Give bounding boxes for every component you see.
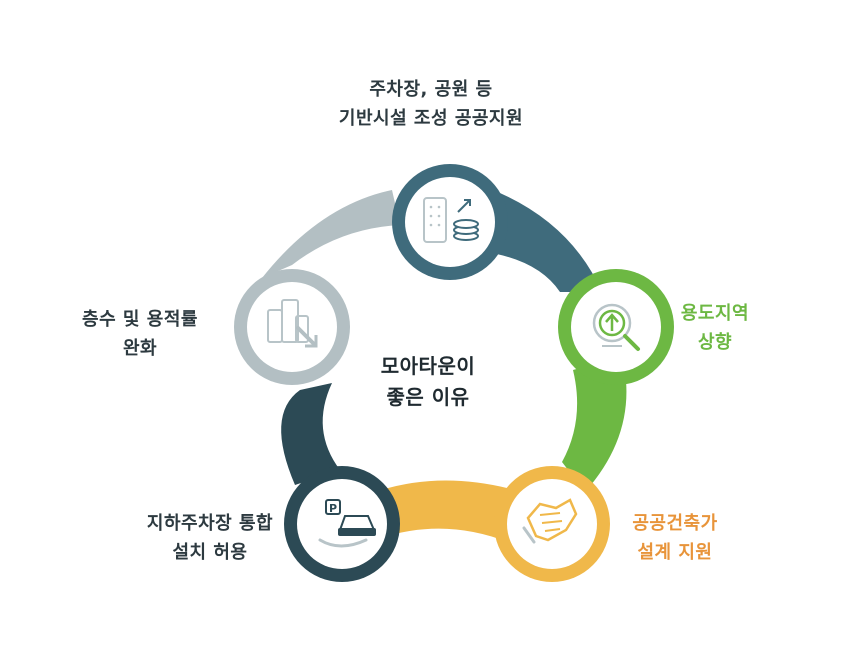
- label-right-line2: 상향: [697, 331, 733, 353]
- label-left-line1: 층수 및 용적률: [82, 309, 198, 330]
- label-right: 용도지역 상향: [665, 300, 765, 358]
- band-right-bottomright: [562, 356, 627, 492]
- buildings-down-arrow-icon: [267, 299, 318, 348]
- label-bottom-right: 공공건축가 설계 지원: [610, 510, 740, 568]
- label-bottom-left: 지하주차장 통합 설치 허용: [130, 510, 290, 568]
- node-bottom-left: P: [284, 466, 400, 582]
- label-right-line1: 용도지역: [680, 303, 750, 324]
- magnifier-up-arrow-icon: [592, 303, 640, 351]
- center-title-line2: 좋은 이유: [386, 385, 470, 409]
- node-top: [392, 164, 508, 280]
- node-left: [234, 269, 350, 385]
- parking-car-hand-icon: P: [318, 499, 376, 548]
- label-bottom-left-line1: 지하주차장 통합: [146, 513, 274, 534]
- label-left: 층수 및 용적률 완화: [80, 306, 200, 364]
- band-bottomleft-left: [281, 383, 340, 485]
- label-top: 주차장, 공원 등 기반시설 조성 공공지원: [331, 76, 531, 134]
- node-bottom-right: [494, 466, 610, 582]
- band-left-top: [262, 190, 400, 278]
- label-top-line2: 기반시설 조성 공공지원: [338, 107, 524, 129]
- node-right: [558, 269, 674, 385]
- center-title-line1: 모아타운이: [380, 354, 476, 378]
- handshake-icon: [522, 498, 578, 544]
- center-title: 모아타운이 좋은 이유: [348, 351, 508, 413]
- label-left-line2: 완화: [122, 337, 158, 359]
- band-bottomright-bottomleft: [375, 480, 515, 545]
- label-top-line1: 주차장, 공원 등: [369, 79, 493, 100]
- label-bottom-right-line2: 설계 지원: [637, 541, 713, 563]
- svg-text:P: P: [329, 502, 337, 515]
- label-bottom-left-line2: 설치 허용: [172, 541, 248, 563]
- label-bottom-right-line1: 공공건축가: [632, 513, 718, 534]
- building-coins-icon: [423, 197, 479, 243]
